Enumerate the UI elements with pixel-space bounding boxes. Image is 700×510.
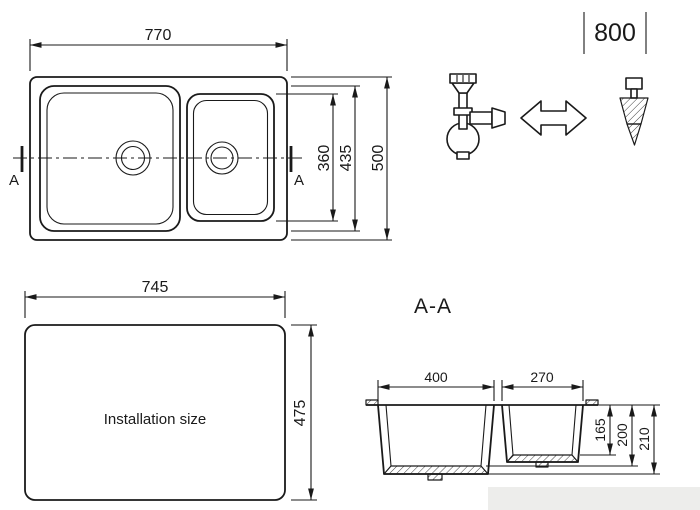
section-marker-left: A xyxy=(9,172,19,189)
right-bowl-section-inner xyxy=(508,404,577,456)
dim-label-500: 500 xyxy=(370,145,387,172)
left-bowl-bottom-hatch xyxy=(383,465,489,475)
dimension-left-bowl-width: 400 xyxy=(377,369,495,401)
right-bowl-drain-section xyxy=(535,461,549,468)
section-marker-right: A xyxy=(294,172,304,189)
dim-label-200: 200 xyxy=(614,423,630,447)
dim-label-800: 800 xyxy=(594,19,636,47)
drain-fitting-icon xyxy=(619,77,649,146)
installation-caption: Installation size xyxy=(104,411,207,428)
double-arrow-icon xyxy=(520,100,587,136)
dimension-left-bowl-depth: 200 xyxy=(614,405,635,466)
installation-cutout xyxy=(24,324,286,501)
dimension-overall-depth: 500 xyxy=(291,76,392,241)
dim-label-210: 210 xyxy=(636,427,652,451)
section-title: A-A xyxy=(414,295,452,318)
cabinet-width-callout: 800 xyxy=(583,12,647,54)
dimension-right-bowl-width: 270 xyxy=(501,369,584,401)
installation-view: Installation size 745 475 xyxy=(24,279,317,501)
right-bowl-bottom-hatch xyxy=(506,454,579,463)
dim-label-745: 745 xyxy=(142,279,169,296)
left-bowl-drain-section xyxy=(427,473,443,481)
section-view: A-A 400 270 xyxy=(365,295,660,481)
dim-label-360: 360 xyxy=(316,145,333,172)
dimension-overall-width: 770 xyxy=(29,27,288,71)
dimension-bowl-outer-depth: 435 xyxy=(291,85,360,232)
dim-label-475: 475 xyxy=(292,400,309,427)
left-bowl-section-outer xyxy=(377,404,495,475)
left-bowl-section-inner xyxy=(385,404,487,467)
dimension-installation-width: 745 xyxy=(24,279,286,318)
dimension-bowl-inner-depth: 360 xyxy=(276,93,338,222)
dim-label-165: 165 xyxy=(592,418,608,442)
dimension-right-bowl-depth: 165 xyxy=(592,405,613,455)
dimension-overall-height: 210 xyxy=(636,405,657,474)
sink-top-view: A A 770 360 435 500 xyxy=(9,27,392,241)
dim-label-400: 400 xyxy=(424,369,448,385)
dim-label-270: 270 xyxy=(530,369,554,385)
siphon-trap-icon xyxy=(446,73,506,160)
right-bowl-section-outer xyxy=(501,404,584,463)
dim-label-435: 435 xyxy=(338,145,355,172)
sink-body-outline xyxy=(29,76,288,241)
dimension-installation-depth: 475 xyxy=(291,324,317,501)
dim-label-770: 770 xyxy=(145,27,172,44)
watermark xyxy=(488,487,700,510)
